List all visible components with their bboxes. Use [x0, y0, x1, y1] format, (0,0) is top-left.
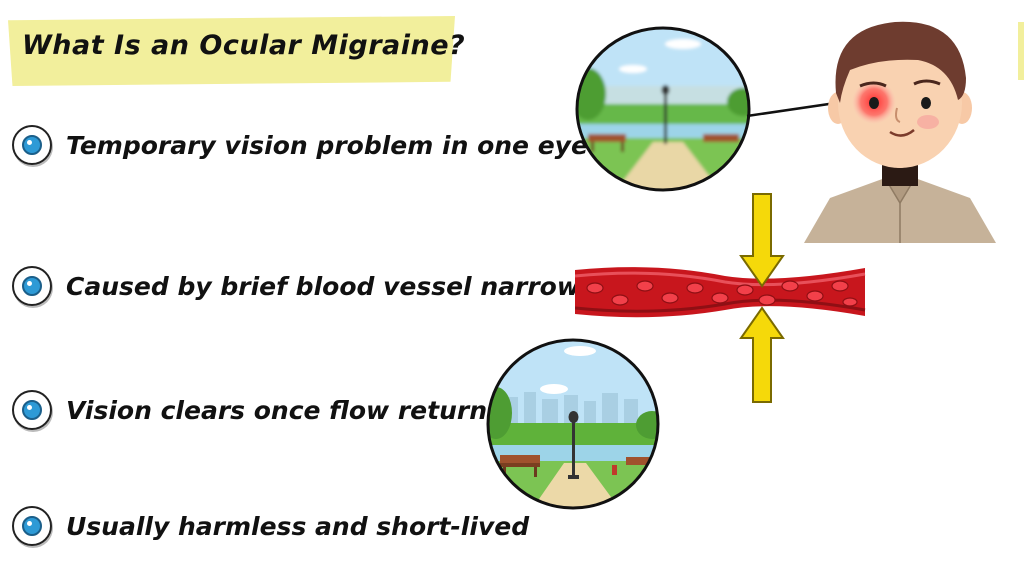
blurred-park-scene — [575, 26, 751, 192]
bullet-item: Caused by brief blood vessel narrowing — [12, 266, 624, 306]
eye-icon — [12, 125, 52, 165]
page-title: What Is an Ocular Migraine? — [22, 30, 466, 61]
bullet-text: Vision clears once flow returns — [66, 395, 502, 425]
title-highlight — [8, 16, 455, 86]
bullet-item: Temporary vision problem in one eye — [12, 125, 588, 165]
bullet-text: Usually harmless and short-lived — [66, 511, 530, 541]
bullet-item: Usually harmless and short-lived — [12, 506, 529, 546]
bullet-text: Caused by brief blood vessel narrowing — [66, 271, 625, 301]
eye-icon — [12, 390, 52, 430]
next-slide-highlight — [1018, 22, 1024, 80]
blood-vessel-illustration — [575, 193, 866, 403]
bullet-text: Temporary vision problem in one eye — [66, 130, 588, 160]
person-illustration — [804, 21, 996, 243]
eye-icon — [12, 506, 52, 546]
bullet-item: Vision clears once flow returns — [12, 390, 502, 430]
eye-icon — [12, 266, 52, 306]
clear-park-scene — [486, 338, 660, 510]
